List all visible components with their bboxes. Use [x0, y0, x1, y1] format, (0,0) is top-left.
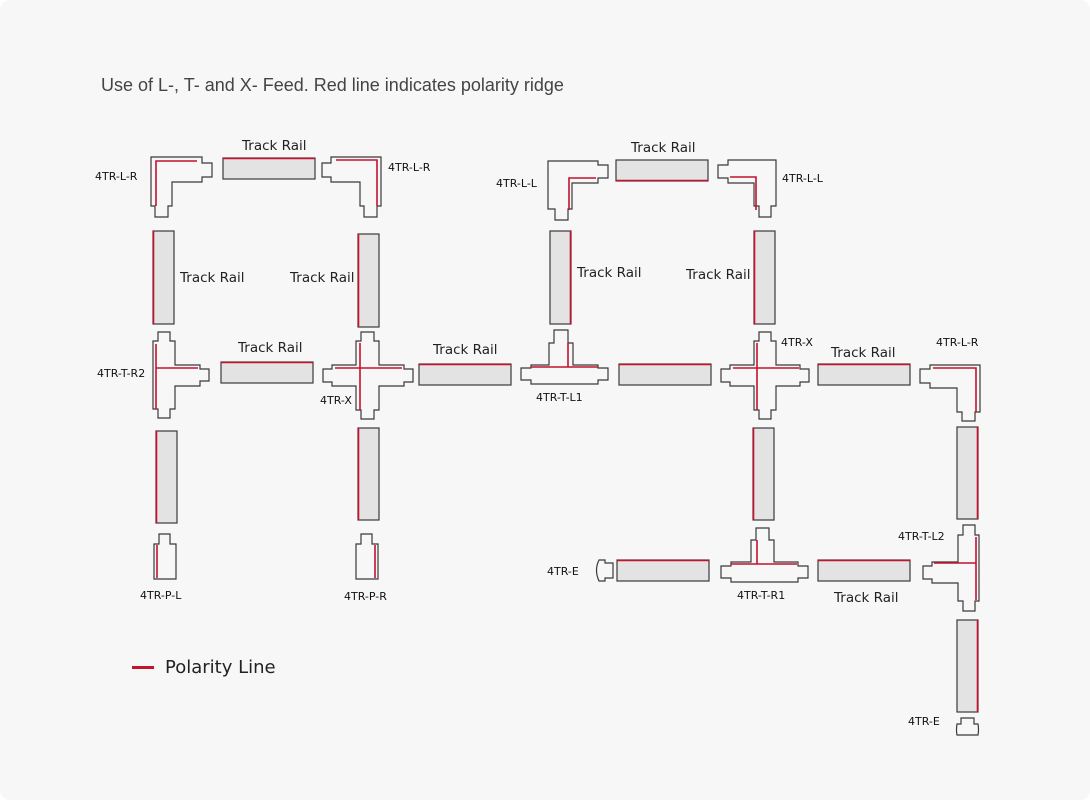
- track-rail-label: Track Rail: [238, 340, 303, 356]
- track-rail: [222, 157, 316, 180]
- track-rail: [618, 363, 712, 386]
- label-4tr-l-r: 4TR-L-R: [936, 336, 979, 349]
- label-4tr-t-r1: 4TR-T-R1: [737, 589, 786, 602]
- track-rail-label: Track Rail: [242, 138, 307, 154]
- l-connector: [547, 160, 609, 221]
- label-4tr-t-r2: 4TR-T-R2: [97, 367, 146, 380]
- label-4tr-t-l2: 4TR-T-L2: [898, 530, 945, 543]
- track-rail: [152, 230, 175, 325]
- track-rail-label: Track Rail: [290, 270, 355, 286]
- label-4tr-l-l: 4TR-L-L: [782, 172, 823, 185]
- end-cap: [955, 717, 980, 736]
- track-rail: [956, 619, 979, 713]
- track-rail: [752, 427, 775, 521]
- label-4tr-p-l: 4TR-P-L: [140, 589, 182, 602]
- l-connector: [717, 159, 777, 218]
- label-4tr-l-r: 4TR-L-R: [95, 170, 138, 183]
- t-connector: [520, 329, 609, 385]
- l-connector: [150, 156, 213, 218]
- track-rail: [817, 363, 911, 386]
- track-rail: [357, 427, 380, 521]
- l-connector: [321, 156, 382, 218]
- t-connector: [922, 524, 980, 612]
- track-rail: [817, 559, 911, 582]
- t-connector: [720, 527, 809, 583]
- x-connector: [720, 331, 810, 420]
- track-rail-label: Track Rail: [686, 267, 751, 283]
- track-rail-label: Track Rail: [577, 265, 642, 281]
- track-rail: [549, 230, 572, 325]
- track-rail-label: Track Rail: [831, 345, 896, 361]
- power-feed-connector: [355, 533, 379, 580]
- track-rail: [956, 426, 979, 520]
- label-4tr-p-r: 4TR-P-R: [344, 590, 387, 603]
- track-rail: [616, 559, 710, 582]
- track-rail: [615, 159, 709, 182]
- legend-polarity-swatch: [132, 666, 154, 669]
- track-rail-label: Track Rail: [834, 590, 899, 606]
- end-cap: [595, 559, 614, 582]
- track-rail: [220, 361, 314, 384]
- label-4tr-l-r: 4TR-L-R: [388, 161, 431, 174]
- legend-polarity-label: Polarity Line: [165, 657, 276, 678]
- label-4tr-x: 4TR-X: [781, 336, 813, 349]
- label-4tr-x: 4TR-X: [320, 394, 352, 407]
- track-rail-label: Track Rail: [433, 342, 498, 358]
- track-rail: [155, 430, 178, 524]
- track-rail: [357, 233, 380, 328]
- t-connector: [152, 331, 210, 419]
- track-rail-label: Track Rail: [180, 270, 245, 286]
- track-rail: [418, 363, 512, 386]
- label-4tr-e: 4TR-E: [547, 565, 579, 578]
- diagram-title: Use of L-, T- and X- Feed. Red line indi…: [101, 75, 564, 95]
- label-4tr-t-l1: 4TR-T-L1: [536, 391, 583, 404]
- l-connector: [919, 364, 981, 422]
- track-rail-label: Track Rail: [631, 140, 696, 156]
- label-4tr-l-l: 4TR-L-L: [496, 177, 537, 190]
- label-4tr-e: 4TR-E: [908, 715, 940, 728]
- track-rail: [753, 230, 776, 325]
- power-feed-connector: [153, 533, 177, 580]
- x-connector: [322, 331, 414, 420]
